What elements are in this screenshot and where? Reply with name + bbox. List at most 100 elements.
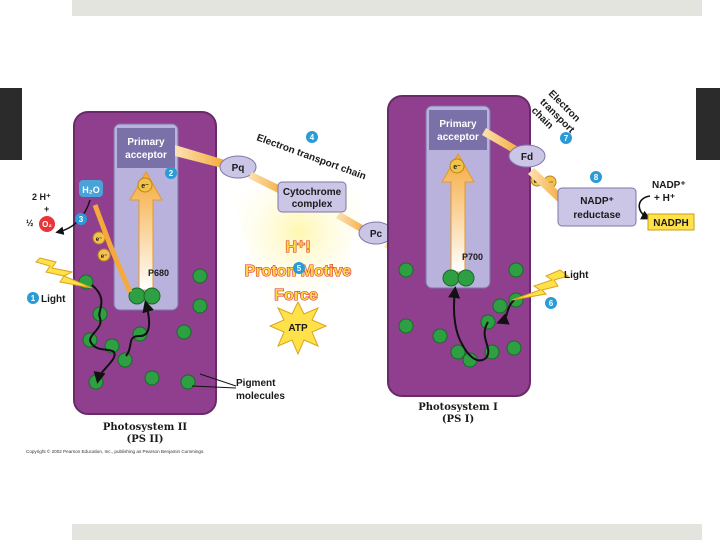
proton-motive-force: H⁺! Proton Motive Force 5 ATP — [244, 238, 352, 356]
o2-label: O₂ — [42, 220, 52, 229]
ps1-electron-label: e⁻ — [453, 164, 461, 171]
light-right-label: Light — [564, 270, 589, 281]
step-1-number: 1 — [31, 294, 36, 303]
pigment-callout: Pigment molecules — [191, 373, 285, 402]
ps1-acceptor-line2: acceptor — [437, 132, 479, 143]
nadp-reductase-line1: NADP⁺ — [580, 196, 614, 207]
nadph-formation-arrow — [638, 195, 651, 220]
ps1-excitation-arrow — [441, 152, 475, 273]
pc-label: Pc — [370, 229, 383, 240]
ps2-electron-label: e⁻ — [141, 183, 149, 190]
copyright-notice: Copyright © 2002 Pearson Education, Inc.… — [26, 449, 205, 454]
light-input-right: Light 6 — [511, 269, 589, 309]
ps2-p680-pigment-b — [143, 287, 161, 305]
ps2-acceptor-line1: Primary — [127, 137, 165, 148]
step-8-badge — [590, 171, 602, 183]
pmf-h-label: H⁺! — [285, 239, 310, 256]
fd-label: Fd — [521, 152, 533, 163]
plus-label: + — [44, 204, 49, 214]
ps2-excitation-arrow — [129, 170, 163, 291]
etc2-arrow-b — [528, 168, 564, 202]
top-decorative-bar — [72, 0, 702, 16]
step-7-number: 7 — [564, 134, 569, 143]
nadp-plus-line1: NADP⁺ — [652, 180, 686, 191]
nadph-label: NADPH — [653, 218, 689, 229]
two-h-label: 2 H⁺ — [32, 192, 51, 202]
ps1-p700-pigment-b — [457, 269, 475, 287]
pigment-label-line1: Pigment — [236, 378, 276, 389]
ps2-acceptor-line2: acceptor — [125, 150, 167, 161]
ps1-electron — [449, 158, 465, 174]
step-2-number: 2 — [169, 169, 174, 178]
ps1-acceptor-line1: Primary — [439, 119, 477, 130]
pmf-line2: Force — [274, 287, 318, 304]
h2o-badge — [79, 180, 103, 197]
nadph-badge — [647, 213, 695, 231]
step-6-badge — [545, 297, 557, 309]
light-glow — [228, 190, 370, 330]
cytochrome-line2: complex — [292, 199, 333, 210]
photosystem-ii: Primary acceptor e⁻ P680 Photosystem II … — [73, 111, 217, 445]
etc2-label: Electron transport chain — [529, 88, 582, 136]
left-decorative-block — [0, 88, 22, 160]
cytochrome-line1: Cytochrome — [283, 187, 342, 198]
step-8-number: 8 — [594, 173, 599, 182]
ps1-energy-transfer-path-2 — [496, 299, 515, 325]
right-decorative-block — [696, 88, 720, 160]
h2o-label: H₂O — [82, 185, 100, 195]
step-7-badge — [560, 132, 572, 144]
step-1-badge — [27, 292, 39, 304]
ps2-p680-label: P680 — [148, 268, 169, 278]
nadp-reductase-line2: reductase — [573, 210, 621, 221]
ps2-primary-acceptor — [117, 128, 175, 168]
ps2-energy-transfer-path — [89, 284, 116, 384]
ps1-subtitle: (PS I) — [442, 414, 474, 425]
ps2-subtitle: (PS II) — [126, 434, 163, 445]
fd-carrier — [508, 144, 546, 168]
pigment-pointer-b — [191, 385, 237, 389]
step-2-badge — [165, 167, 177, 179]
light-left-label: Light — [41, 294, 66, 305]
step-5-badge — [293, 262, 305, 274]
light-input-left: 1 Light — [27, 257, 93, 305]
photosystem-i: Primary acceptor e⁻ P700 Photosystem I (… — [387, 95, 531, 425]
pq-label: Pq — [232, 163, 245, 174]
etc1-arrow-b — [248, 172, 285, 194]
ps1-primary-acceptor — [429, 110, 487, 150]
ps2-electron — [137, 177, 153, 193]
water-electron-a-label: e⁻ — [96, 237, 103, 243]
nadp-plus-line2: + H⁺ — [654, 193, 675, 204]
o2-badge — [39, 216, 55, 232]
nadp-reductase — [557, 187, 637, 227]
pigment-pointer-a — [199, 373, 237, 387]
water-splitting: H₂O 2 H⁺ + ½ O₂ e⁻ e⁻ — [26, 180, 133, 293]
step-6-number: 6 — [549, 299, 554, 308]
step-5-number: 5 — [297, 264, 302, 273]
ps1-p700-pigment-a — [442, 269, 460, 287]
etc2-arrow-a — [482, 128, 520, 154]
pq-carrier — [219, 155, 257, 179]
lightning-bolt-left-icon — [35, 257, 93, 289]
atp-label: ATP — [288, 323, 308, 334]
lightning-bolt-right-icon — [511, 269, 570, 301]
step-3-badge — [75, 213, 87, 225]
water-electron-b-label: e⁻ — [101, 254, 108, 260]
etc1-arrow-a — [175, 145, 225, 168]
step-3-number: 3 — [79, 215, 84, 224]
ps1-energy-transfer-path — [448, 286, 490, 362]
ps2-energy-transfer-path-2 — [125, 300, 154, 357]
ps1-title: Photosystem I — [418, 402, 498, 413]
ps1-p700-label: P700 — [462, 252, 483, 262]
step-4-badge — [306, 131, 318, 143]
ps2-title: Photosystem II — [103, 422, 188, 433]
water-electron-flow — [92, 204, 133, 293]
pigment-label-line2: molecules — [236, 391, 285, 402]
bottom-decorative-bar — [72, 524, 702, 540]
atp-burst-icon — [268, 300, 328, 356]
half-label: ½ — [26, 218, 34, 228]
step-4-number: 4 — [310, 133, 315, 142]
cytochrome-complex — [277, 181, 347, 213]
water-electron-b — [97, 248, 111, 262]
